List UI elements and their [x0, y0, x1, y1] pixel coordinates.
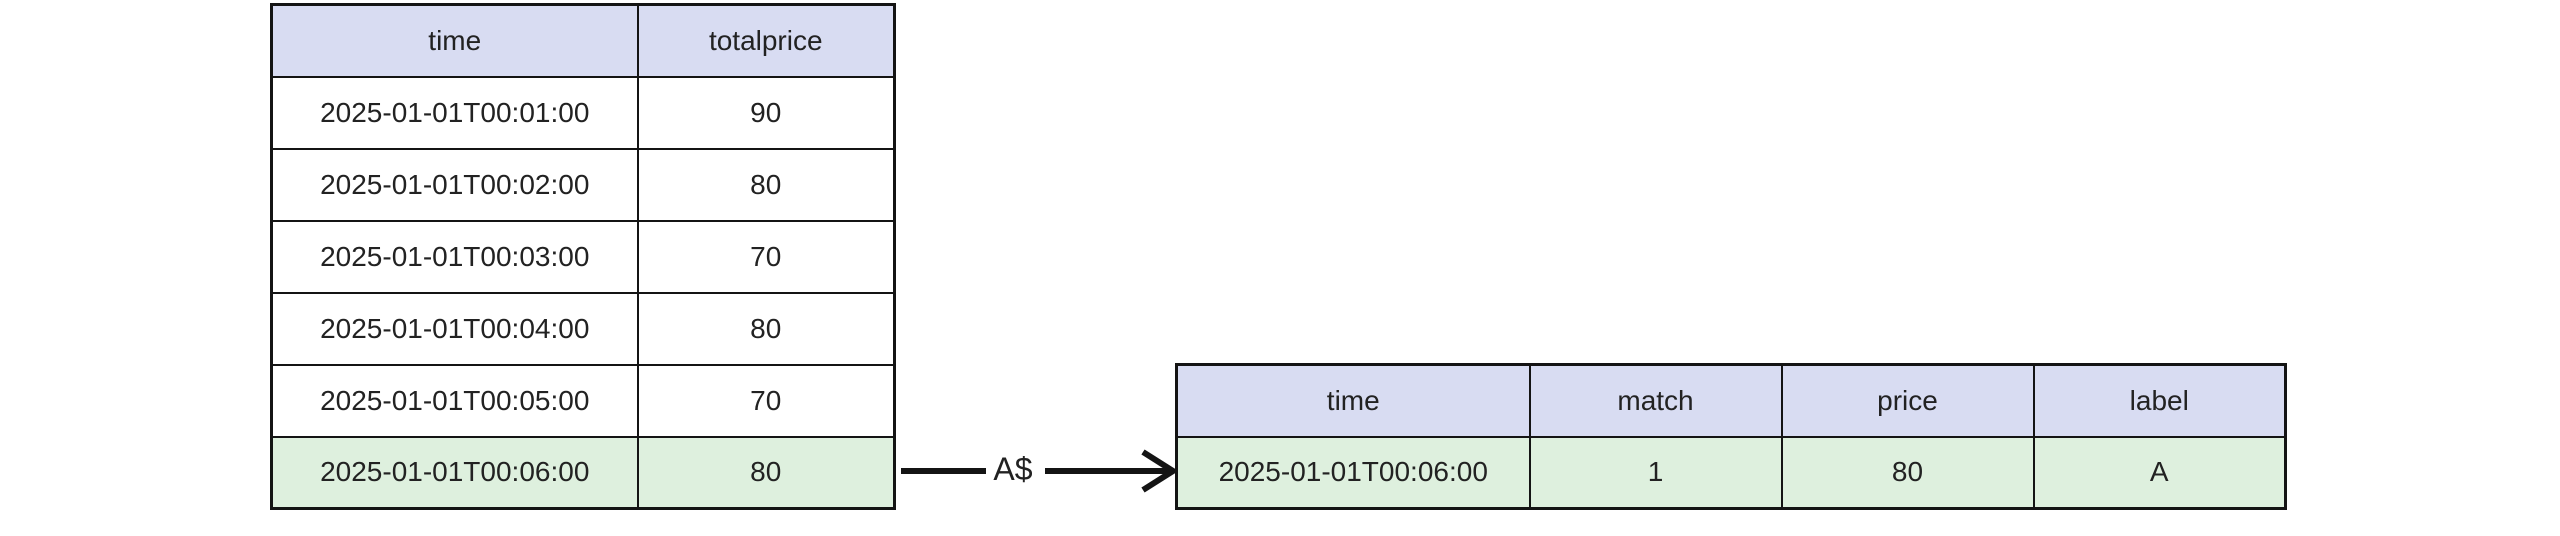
cell-time: 2025-01-01T00:03:00: [270, 219, 639, 294]
cell-time: 2025-01-01T00:06:00: [270, 435, 639, 510]
cell-totalprice: 80: [636, 435, 896, 510]
result-table: time match price label 2025-01-01T00:06:…: [1175, 363, 2287, 510]
cell-time: 2025-01-01T00:04:00: [270, 291, 639, 366]
table-row: 2025-01-01T00:03:00 70: [270, 219, 896, 294]
edge-label: A$: [993, 451, 1033, 487]
cell-time: 2025-01-01T00:02:00: [270, 147, 639, 222]
table-row-highlighted: 2025-01-01T00:06:00 1 80 A: [1175, 435, 2287, 510]
cell-totalprice: 90: [636, 75, 896, 150]
arrow-right-icon: [1045, 449, 1179, 493]
cell-totalprice: 80: [636, 147, 896, 222]
cell-totalprice: 80: [636, 291, 896, 366]
column-header-match: match: [1528, 363, 1783, 438]
table-row-highlighted: 2025-01-01T00:06:00 80: [270, 435, 896, 510]
column-header-totalprice: totalprice: [636, 3, 896, 78]
source-table: time totalprice 2025-01-01T00:01:00 90 2…: [270, 3, 896, 510]
table-row: 2025-01-01T00:04:00 80: [270, 291, 896, 366]
cell-totalprice: 70: [636, 219, 896, 294]
table-row: 2025-01-01T00:02:00 80: [270, 147, 896, 222]
cell-price: 80: [1780, 435, 2035, 510]
column-header-time: time: [1175, 363, 1531, 438]
column-header-price: price: [1780, 363, 2035, 438]
cell-time: 2025-01-01T00:06:00: [1175, 435, 1531, 510]
table-row: 2025-01-01T00:01:00 90: [270, 75, 896, 150]
cell-totalprice: 70: [636, 363, 896, 438]
table-row: 2025-01-01T00:05:00 70: [270, 363, 896, 438]
cell-time: 2025-01-01T00:01:00: [270, 75, 639, 150]
cell-match: 1: [1528, 435, 1783, 510]
column-header-time: time: [270, 3, 639, 78]
cell-time: 2025-01-01T00:05:00: [270, 363, 639, 438]
source-table-header-row: time totalprice: [270, 3, 896, 78]
cell-label: A: [2032, 435, 2287, 510]
result-table-header-row: time match price label: [1175, 363, 2287, 438]
edge-line: [901, 468, 986, 474]
column-header-label: label: [2032, 363, 2287, 438]
